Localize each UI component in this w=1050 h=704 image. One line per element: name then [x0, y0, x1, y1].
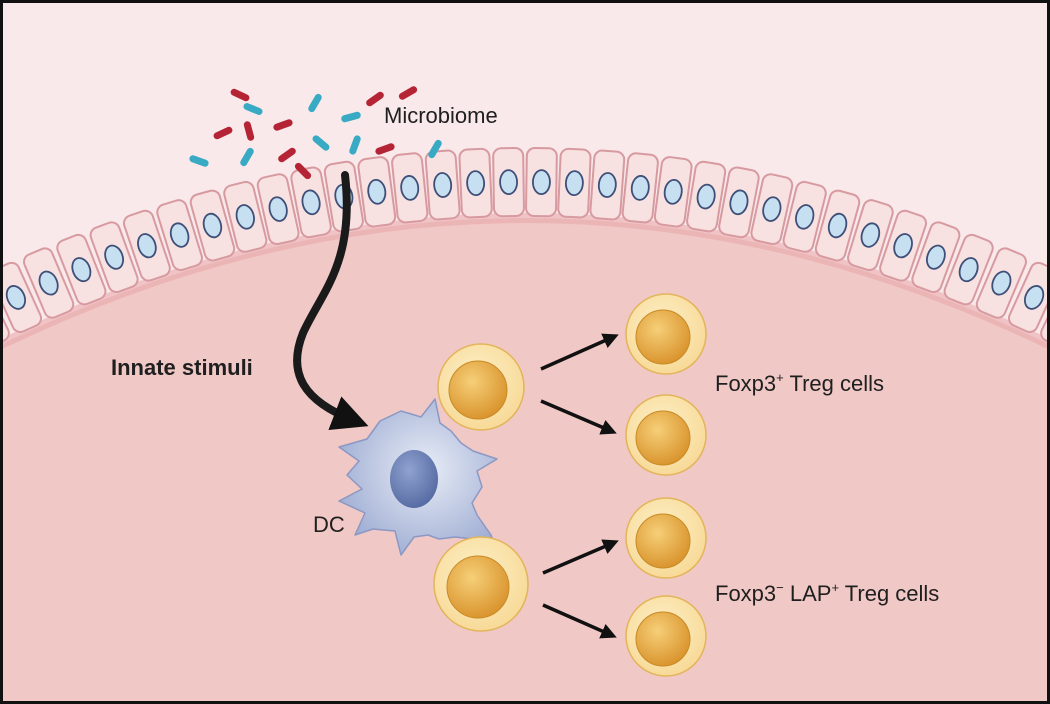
bacterium-icon [278, 147, 296, 163]
bacterium-icon [294, 162, 312, 180]
bacterium-icon [341, 111, 361, 123]
epithelial-cell-icon [23, 247, 75, 319]
bacterium-icon [273, 119, 293, 131]
epithelial-cell-icon [879, 209, 928, 282]
dendritic-cell-icon [338, 398, 498, 556]
bacterium-icon [230, 88, 250, 102]
t-cell-group [433, 293, 707, 677]
epithelial-cell-icon [1007, 261, 1047, 333]
lamina-propria [3, 218, 1047, 701]
epithelial-cell-icon [750, 173, 794, 246]
epithelial-cell-icon [621, 152, 659, 224]
arrow-icon [542, 539, 619, 575]
epithelial-cell-icon [458, 147, 493, 219]
bacterium-icon [240, 147, 254, 167]
basement-membrane [3, 213, 1047, 349]
epithelial-layer [3, 147, 1047, 349]
epithelial-cell-icon [424, 149, 461, 221]
epithelial-cell-icon [911, 221, 961, 294]
innate-stimuli-arrow [293, 171, 369, 431]
epithelial-cell-icon [3, 261, 43, 333]
epithelial-cell-icon [492, 147, 525, 218]
epithelial-cell-icon [189, 189, 236, 262]
epithelial-cell-icon [943, 233, 994, 306]
bacterium-icon [312, 135, 330, 151]
dc-label: DC [313, 512, 345, 537]
arrow-icon [540, 333, 619, 371]
innate-stimuli-label: Innate stimuli [111, 355, 253, 380]
label-superscript: + [776, 370, 784, 385]
gut-immunology-diagram [3, 3, 1047, 701]
epithelial-cell-icon [847, 199, 894, 272]
foxp3-positive-treg-label: Foxp3+ Treg cells [715, 370, 885, 396]
t-cell-icon [625, 293, 707, 375]
differentiation-arrows [540, 333, 619, 639]
microbiome-label: Microbiome [384, 103, 498, 128]
bacterium-icon [243, 103, 263, 115]
epithelial-cell-icon [223, 180, 268, 253]
arrow-icon [542, 603, 617, 639]
epithelial-cell-icon [782, 180, 827, 253]
epithelial-cell-icon [975, 247, 1027, 319]
epithelial-cell-icon [391, 152, 429, 224]
epithelial-cell-icon [56, 233, 107, 306]
bacterium-icon [375, 143, 395, 155]
arrow-icon [540, 399, 617, 435]
bacterium-icon [243, 121, 255, 141]
foxp3-negative-lap-treg-label: Foxp3− LAP+ Treg cells [715, 580, 940, 606]
epithelial-cell-icon [256, 173, 300, 246]
label-text: LAP [783, 581, 832, 606]
epithelial-cell-icon [589, 149, 626, 221]
bacterium-icon [213, 126, 233, 140]
bacterium-icon [308, 93, 322, 113]
bacterium-icon [189, 155, 209, 167]
epithelial-cell-icon [686, 160, 727, 233]
epithelial-cell-icon [89, 221, 139, 294]
label-text: Treg cells [783, 371, 885, 396]
epithelial-cell-icon [525, 147, 558, 218]
t-cell-icon [433, 536, 529, 632]
t-cell-icon [625, 394, 707, 476]
t-cell-icon [625, 595, 707, 677]
label-text: Foxp3 [715, 581, 777, 606]
bacterium-icon [366, 91, 384, 107]
t-cell-icon [437, 343, 525, 431]
epithelial-cell-icon [653, 156, 693, 228]
epithelial-cell-icon [122, 209, 171, 282]
t-cell-icon [625, 497, 707, 579]
bacterium-icon [349, 135, 361, 155]
label-text: Treg cells [839, 581, 940, 606]
epithelial-cell-icon [718, 166, 760, 239]
bacterium-icon [398, 86, 418, 100]
epithelial-cell-icon [814, 189, 861, 262]
epithelial-cell-icon [156, 199, 203, 272]
epithelial-cell-icon [290, 166, 332, 239]
label-superscript: + [831, 580, 840, 595]
epithelial-cell-icon [357, 156, 397, 228]
label-superscript: − [776, 580, 784, 595]
epithelial-cell-icon [557, 147, 592, 219]
label-text: Foxp3 [715, 371, 777, 396]
bacterium-icon [428, 139, 442, 159]
microbiome-bacteria [189, 86, 442, 180]
